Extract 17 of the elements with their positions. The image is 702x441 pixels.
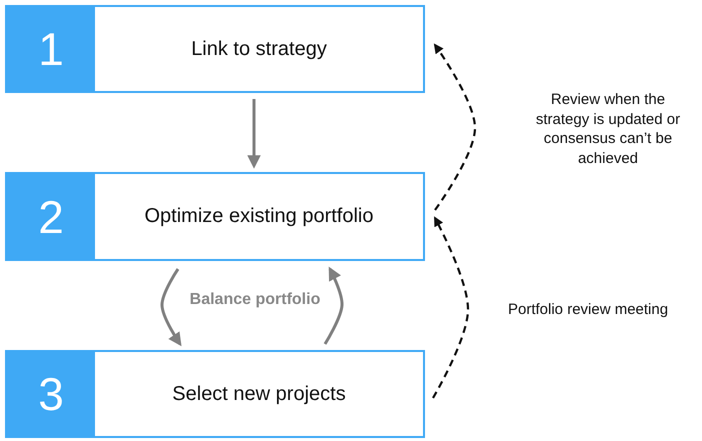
step-box	[5, 350, 425, 438]
step-label: Optimize existing portfolio	[144, 204, 374, 229]
dashed-arrow	[434, 43, 476, 211]
step-box	[5, 172, 425, 261]
step-box	[5, 5, 425, 93]
step-number: 2	[7, 174, 95, 259]
arrow	[324, 266, 344, 345]
step-label: Select new projects	[171, 382, 347, 406]
arrow	[160, 268, 182, 346]
step-number: 3	[7, 352, 95, 436]
step-number: 1	[7, 7, 95, 91]
note-text: Review when the strategy is updated or consensus can’t be achieved	[534, 90, 682, 168]
arrow-label: Balance portfolio	[188, 290, 322, 310]
arrow	[247, 99, 261, 169]
dashed-arrow	[432, 216, 470, 399]
note-text: Portfolio review meeting	[508, 300, 670, 320]
step-label: Link to strategy	[190, 36, 328, 62]
